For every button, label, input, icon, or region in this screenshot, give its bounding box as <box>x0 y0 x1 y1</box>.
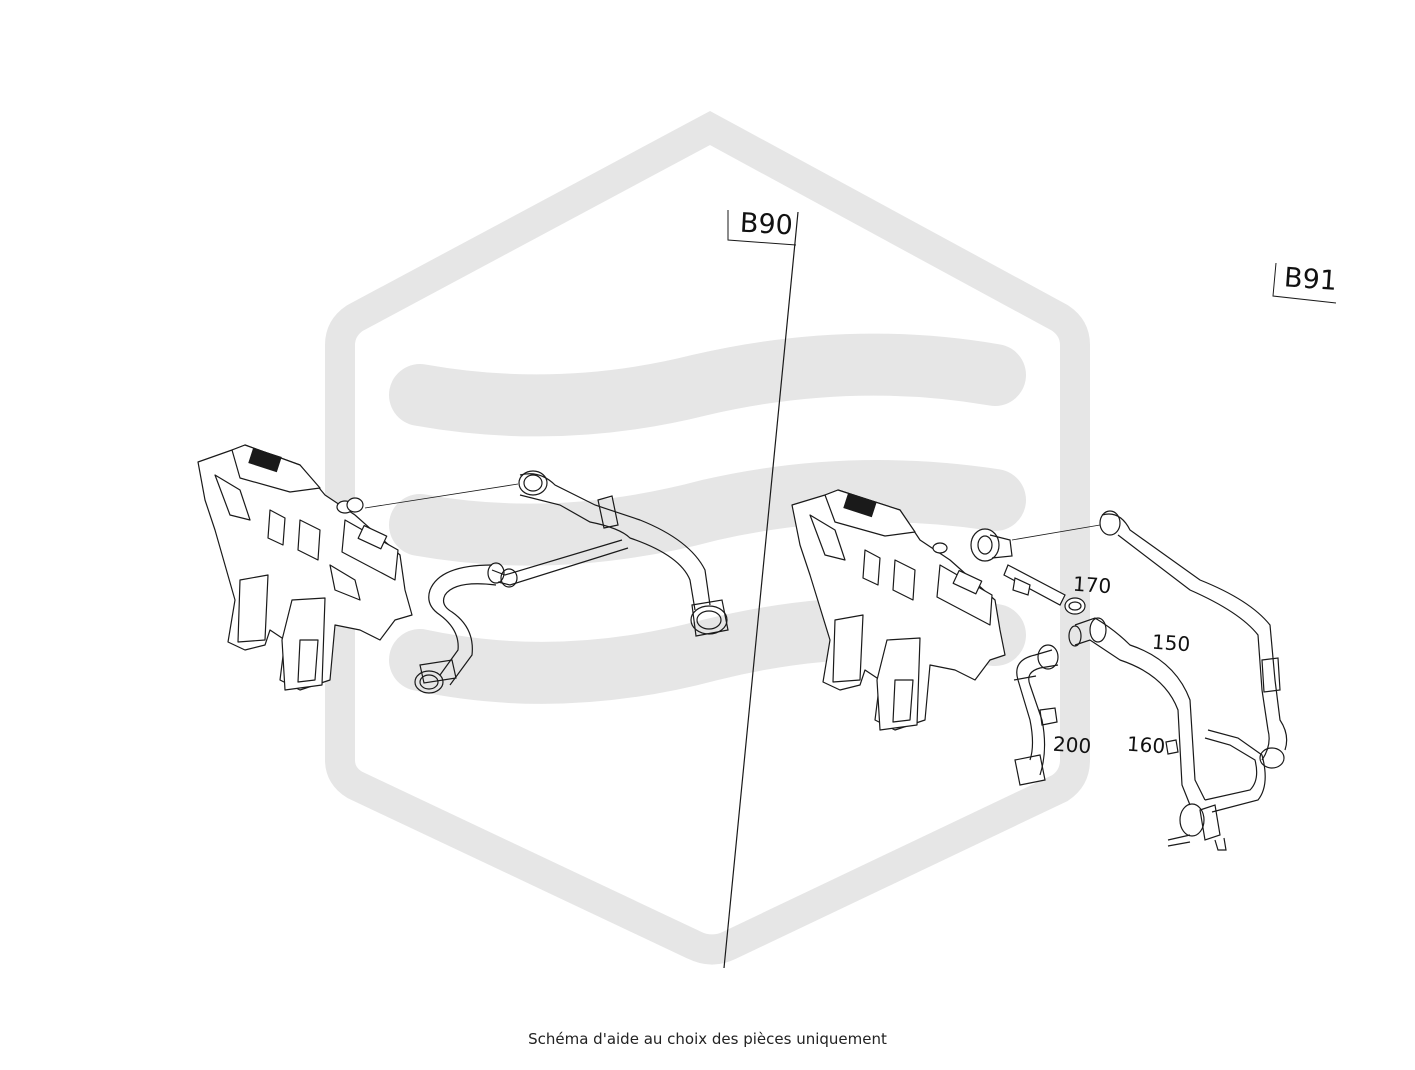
left-hose <box>364 470 729 694</box>
part-number-200: 200 <box>1052 732 1092 759</box>
part-number-150: 150 <box>1151 630 1191 657</box>
part-number-170: 170 <box>1072 572 1112 599</box>
variant-b90-underline <box>727 210 797 246</box>
watermark-hexagon <box>325 110 1090 965</box>
watermark-wave-mid <box>389 460 1026 566</box>
left-engine-block <box>197 444 413 691</box>
divider-line <box>723 211 799 969</box>
variant-b90-text: B90 <box>739 208 793 242</box>
watermark-wave-top <box>389 333 1026 437</box>
variant-label-b91: B91 <box>1272 262 1338 304</box>
part-callouts: 170 150 200 160 <box>1052 572 1191 759</box>
watermark-logo <box>325 110 1090 965</box>
diagram-caption: Schéma d'aide au choix des pièces unique… <box>528 1030 887 1048</box>
variant-b91-underline <box>1272 262 1337 304</box>
right-hoses <box>970 510 1288 851</box>
variant-label-b90: B90 <box>727 208 797 246</box>
variant-b91-text: B91 <box>1283 262 1338 297</box>
part-number-160: 160 <box>1126 732 1166 759</box>
right-engine-block <box>791 489 1006 731</box>
